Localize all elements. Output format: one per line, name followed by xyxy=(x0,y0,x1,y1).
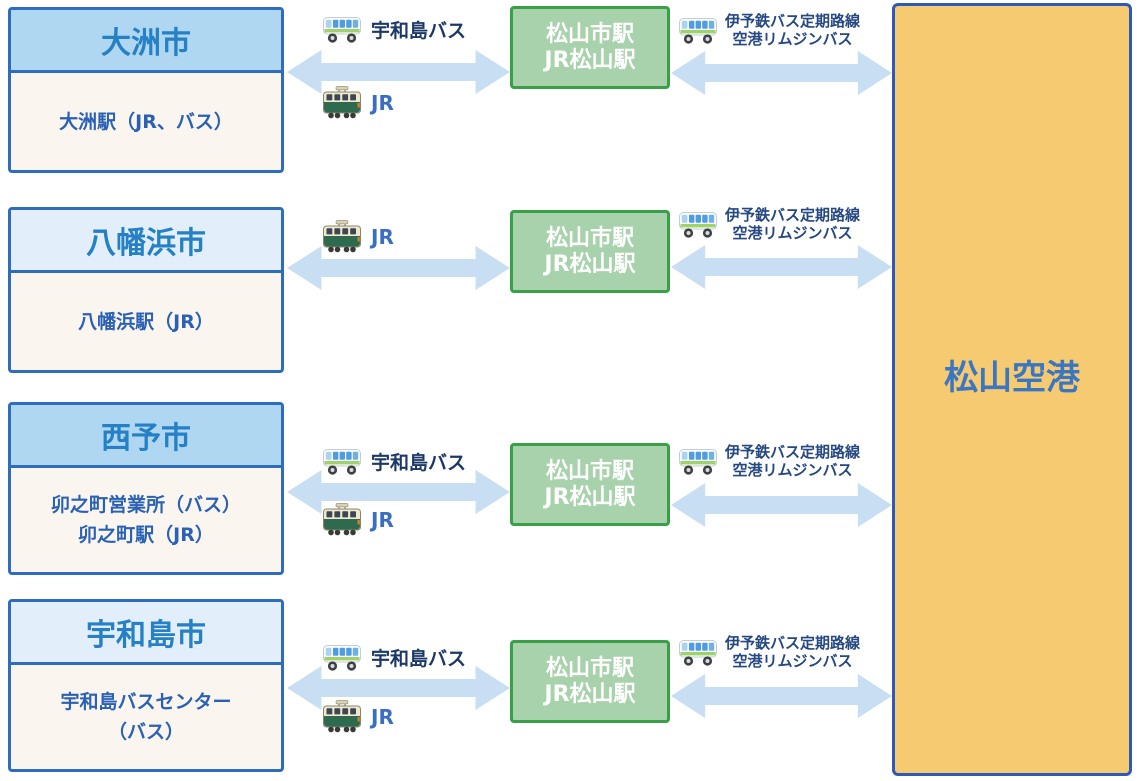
bus-icon xyxy=(678,209,718,239)
mode-jr-row1: JR xyxy=(322,86,394,120)
hub-line1: 松山市駅 xyxy=(545,655,634,681)
station-line: 宇和島バスセンター xyxy=(60,691,232,713)
mode-uwajima-bus-row3: 宇和島バス xyxy=(322,446,466,476)
bus-label: 宇和島バス xyxy=(371,19,467,42)
city-station-ozu: 大洲駅（JR、バス） xyxy=(11,73,281,170)
route-arrow-hub-airport-row2 xyxy=(671,243,892,291)
airport-bus-label: 伊予鉄バス定期路線 空港リムジンバス xyxy=(725,634,860,670)
hub-line2: JR松山駅 xyxy=(544,681,636,707)
hub-line1: 松山市駅 xyxy=(545,21,634,47)
hub-box-matsuyama-row4: 松山市駅 JR松山駅 xyxy=(510,640,670,723)
city-box-uwajima: 宇和島市 宇和島バスセンター （バス） xyxy=(8,599,284,772)
route-arrow-hub-airport-row4 xyxy=(671,672,892,720)
double-arrow-icon xyxy=(671,674,892,718)
station-line: 卯之町営業所（バス） xyxy=(50,494,241,516)
tram-icon xyxy=(322,503,362,537)
bus-label: 宇和島バス xyxy=(371,647,467,670)
city-title-yawatahama: 八幡浜市 xyxy=(11,210,281,273)
route-arrow-seiyo-hub xyxy=(287,468,510,516)
station-line: （バス） xyxy=(107,721,184,743)
route-arrow-yawatahama-hub xyxy=(287,244,510,292)
city-title-ozu: 大洲市 xyxy=(11,10,281,73)
mode-jr-row3: JR xyxy=(322,503,394,537)
route-arrow-hub-airport-row3 xyxy=(671,481,892,529)
airport-bus-line2: 空港リムジンバス xyxy=(732,30,853,48)
hub-line1: 松山市駅 xyxy=(545,225,634,251)
tram-icon xyxy=(322,86,362,120)
station-line: 大洲駅（JR、バス） xyxy=(59,110,233,133)
city-title-seiyo: 西予市 xyxy=(11,405,281,468)
bus-icon xyxy=(678,446,718,476)
airport-transfer-row4: 伊予鉄バス定期路線 空港リムジンバス xyxy=(678,634,860,670)
airport-bus-line2: 空港リムジンバス xyxy=(732,461,853,479)
hub-box-matsuyama-row3: 松山市駅 JR松山駅 xyxy=(510,443,670,526)
bus-icon xyxy=(678,15,718,45)
airport-bus-line2: 空港リムジンバス xyxy=(732,652,853,670)
bus-icon xyxy=(678,637,718,667)
route-arrow-ozu-hub xyxy=(287,48,510,96)
jr-label: JR xyxy=(371,91,394,115)
airport-bus-line1: 伊予鉄バス定期路線 xyxy=(725,634,861,652)
double-arrow-icon xyxy=(287,50,510,94)
airport-bus-line1: 伊予鉄バス定期路線 xyxy=(725,12,861,30)
route-arrow-uwajima-hub xyxy=(287,664,510,712)
city-box-seiyo: 西予市 卯之町営業所（バス） 卯之町駅（JR） xyxy=(8,402,284,575)
airport-bus-label: 伊予鉄バス定期路線 空港リムジンバス xyxy=(725,206,860,242)
route-arrow-hub-airport-row1 xyxy=(671,49,892,97)
double-arrow-icon xyxy=(287,470,510,514)
station-line: 卯之町駅（JR） xyxy=(78,524,214,546)
airport-bus-label: 伊予鉄バス定期路線 空港リムジンバス xyxy=(725,12,860,48)
airport-transfer-row1: 伊予鉄バス定期路線 空港リムジンバス xyxy=(678,12,860,48)
bus-icon xyxy=(322,14,362,44)
city-box-yawatahama: 八幡浜市 八幡浜駅（JR） xyxy=(8,207,284,373)
hub-line2: JR松山駅 xyxy=(544,484,636,510)
jr-label: JR xyxy=(371,705,394,729)
hub-line2: JR松山駅 xyxy=(544,251,636,277)
bus-label: 宇和島バス xyxy=(371,451,467,474)
city-title-uwajima: 宇和島市 xyxy=(11,602,281,665)
city-station-seiyo: 卯之町営業所（バス） 卯之町駅（JR） xyxy=(11,468,281,572)
mode-uwajima-bus-row4: 宇和島バス xyxy=(322,642,466,672)
hub-line2: JR松山駅 xyxy=(544,47,636,73)
jr-label: JR xyxy=(371,225,394,249)
airport-transfer-row3: 伊予鉄バス定期路線 空港リムジンバス xyxy=(678,443,860,479)
jr-label: JR xyxy=(371,508,394,532)
airport-bus-label: 伊予鉄バス定期路線 空港リムジンバス xyxy=(725,443,860,479)
airport-transfer-row2: 伊予鉄バス定期路線 空港リムジンバス xyxy=(678,206,860,242)
hub-box-matsuyama-row1: 松山市駅 JR松山駅 xyxy=(510,6,670,89)
double-arrow-icon xyxy=(671,51,892,95)
double-arrow-icon xyxy=(671,483,892,527)
city-box-ozu: 大洲市 大洲駅（JR、バス） xyxy=(8,7,284,173)
tram-icon xyxy=(322,700,362,734)
double-arrow-icon xyxy=(287,246,510,290)
hub-line1: 松山市駅 xyxy=(545,458,634,484)
station-line: 八幡浜駅（JR） xyxy=(78,310,214,333)
airport-bus-line1: 伊予鉄バス定期路線 xyxy=(725,443,861,461)
airport-bus-line1: 伊予鉄バス定期路線 xyxy=(725,206,861,224)
airport-box: 松山空港 xyxy=(892,3,1132,776)
double-arrow-icon xyxy=(671,245,892,289)
mode-jr-row4: JR xyxy=(322,700,394,734)
city-station-uwajima: 宇和島バスセンター （バス） xyxy=(11,665,281,769)
airport-bus-line2: 空港リムジンバス xyxy=(732,224,853,242)
city-station-yawatahama: 八幡浜駅（JR） xyxy=(11,273,281,370)
mode-uwajima-bus-row1: 宇和島バス xyxy=(322,14,466,44)
double-arrow-icon xyxy=(287,666,510,710)
hub-box-matsuyama-row2: 松山市駅 JR松山駅 xyxy=(510,210,670,293)
mode-jr-row2: JR xyxy=(322,220,394,254)
airport-label: 松山空港 xyxy=(944,358,1080,398)
